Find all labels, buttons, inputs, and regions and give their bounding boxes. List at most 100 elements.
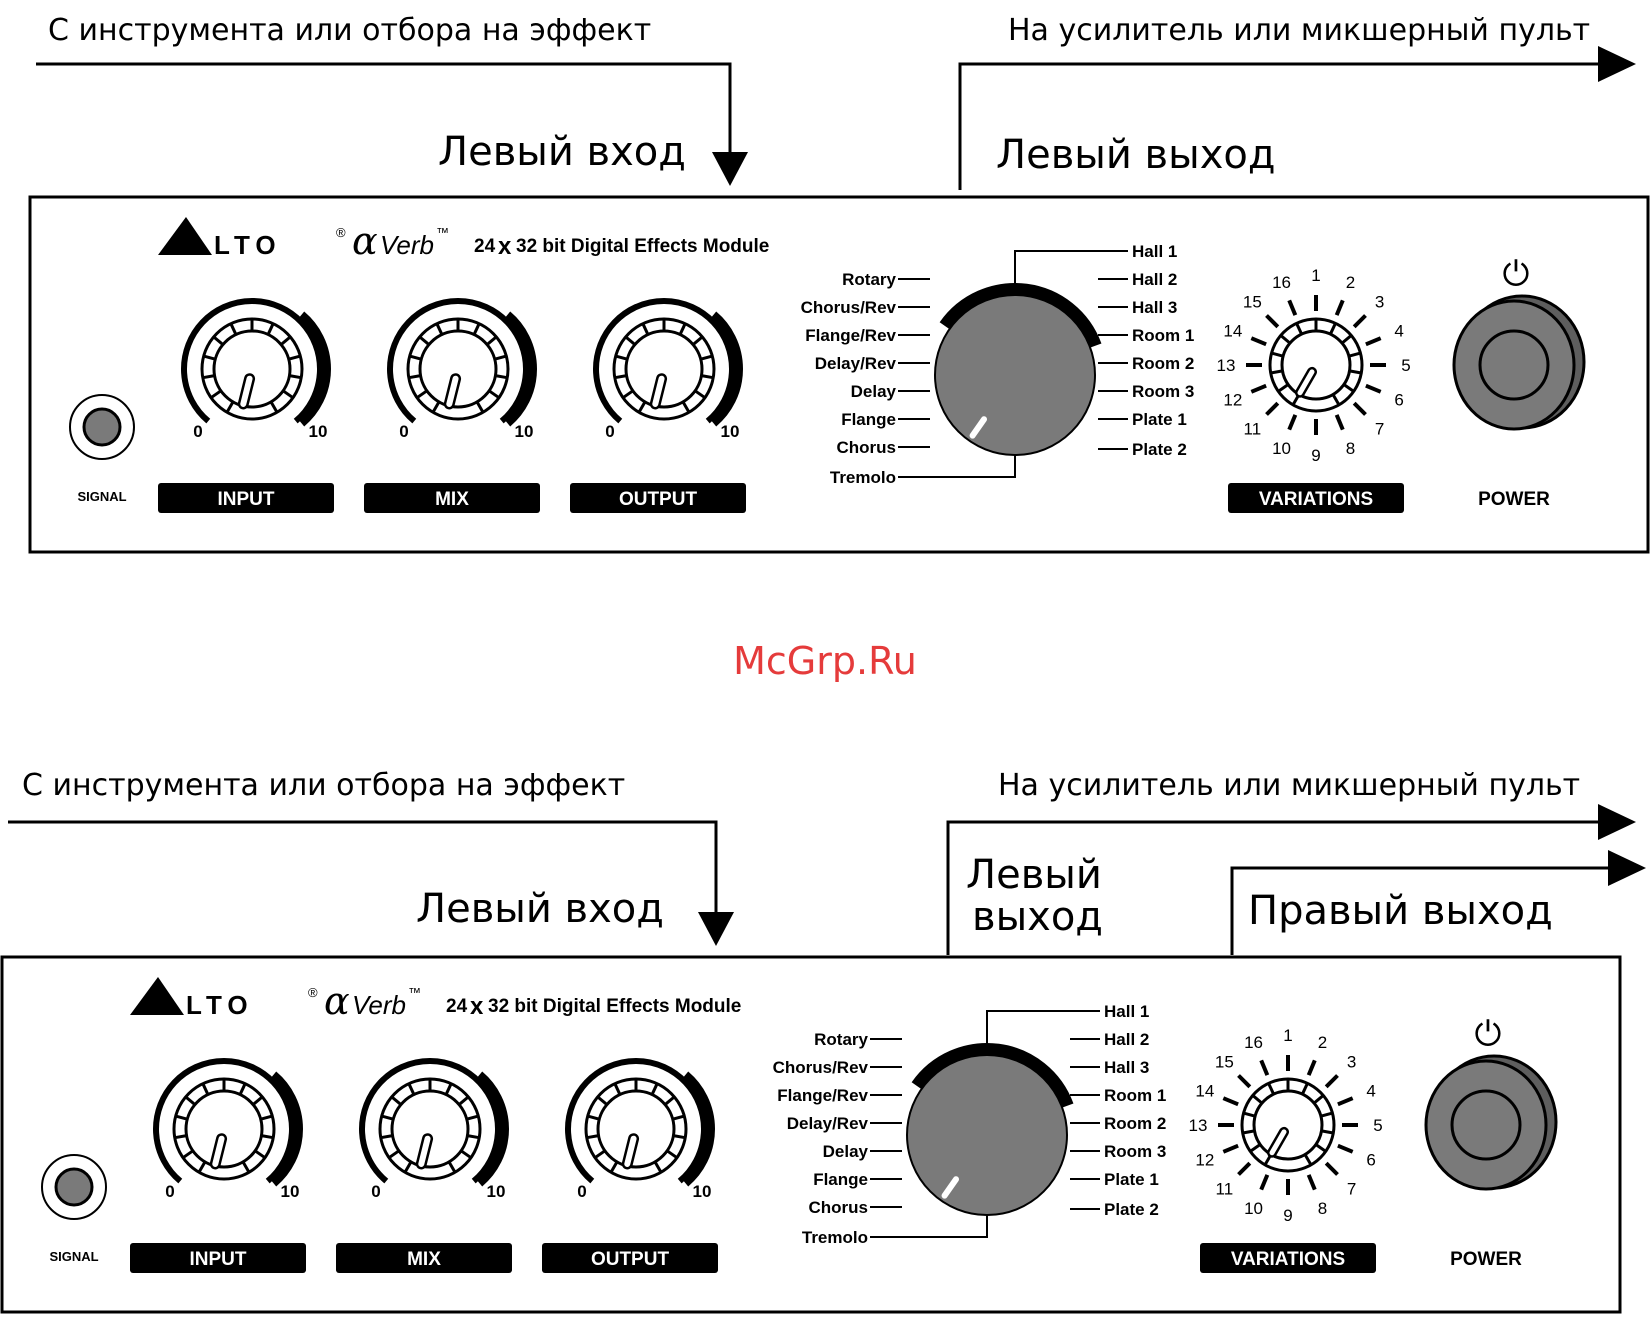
knob-pointer	[624, 1135, 637, 1167]
variation-tick	[1352, 401, 1367, 416]
left-output-cable-line	[946, 804, 1636, 955]
signal-led	[82, 407, 122, 447]
knob-min-label: 0	[399, 422, 408, 441]
variation-tick	[1324, 1161, 1339, 1176]
variation-tick	[1334, 414, 1345, 431]
brand-triangle-icon	[130, 977, 184, 1015]
effect-label-left: Delay	[823, 1142, 869, 1161]
variation-number: 11	[1244, 420, 1262, 439]
knob-knurl-tick	[694, 389, 706, 399]
variations-label: VARIATIONS	[1231, 1249, 1345, 1270]
variation-tick	[1352, 314, 1367, 329]
effect-label-right: Plate 1	[1104, 1170, 1159, 1189]
knob-knurl-tick	[380, 1134, 393, 1140]
effect-selector-pointer	[969, 416, 988, 439]
knob-knurl-tick	[615, 354, 628, 361]
knob-knurl-tick	[202, 374, 215, 380]
variation-knurl-tick	[1267, 1082, 1275, 1095]
variation-tick	[1337, 1096, 1354, 1107]
knob-knurl-tick	[210, 389, 222, 399]
variation-knurl-tick	[1314, 1143, 1327, 1153]
variation-number: 9	[1283, 1206, 1292, 1225]
knob-label-plate	[158, 483, 334, 513]
effect-label-left: Flange	[813, 1170, 868, 1189]
product-name: Verb	[352, 990, 406, 1020]
knob-knurl-tick	[444, 1083, 453, 1096]
knob-knurl-tick	[403, 1161, 413, 1174]
knob-knurl-tick	[241, 1161, 251, 1174]
alpha-glyph: α	[352, 219, 378, 263]
variation-number: 11	[1216, 1180, 1234, 1199]
knob-knurl-tick	[624, 335, 636, 346]
variation-knurl-tick	[1303, 1153, 1313, 1166]
knob-knurl-tick	[488, 389, 500, 399]
knob-pointer	[240, 375, 253, 407]
variation-number: 1	[1311, 266, 1320, 285]
knob-knurl-tick	[641, 323, 650, 336]
knob-knurl-tick	[486, 335, 498, 346]
knob-scale-arc	[593, 298, 735, 424]
signal-label: SIGNAL	[49, 1249, 98, 1264]
knob-label: MIX	[435, 489, 469, 510]
knob-knurl-tick	[458, 1095, 470, 1106]
knob-knurl-tick	[495, 374, 508, 380]
destination-label: На усилитель или микшерный пульт	[998, 768, 1580, 803]
effect-label-right: Room 3	[1132, 382, 1194, 401]
knob-cap	[184, 1089, 264, 1169]
knob-knurl-tick	[260, 1114, 273, 1121]
model-24: 24	[474, 236, 496, 257]
variation-number: 10	[1244, 1199, 1263, 1218]
knob-knurl-tick	[613, 1083, 622, 1096]
variation-number: 3	[1347, 1052, 1356, 1071]
knob-knurl-tick	[494, 354, 507, 361]
effect-label-right: Hall 2	[1104, 1030, 1149, 1049]
variation-knurl-tick	[1279, 334, 1291, 345]
knob-min-label: 0	[165, 1182, 174, 1201]
effect-label-left: Flange	[841, 410, 896, 429]
knob-scale-arc-thick	[297, 311, 331, 427]
right-output-cable-line	[1230, 850, 1646, 955]
variation-number: 1	[1283, 1026, 1292, 1045]
variation-number: 2	[1318, 1033, 1327, 1052]
power-symbol-icon: ⏻	[1503, 254, 1530, 294]
effect-label-right: Hall 2	[1132, 270, 1177, 289]
knob-knurl-tick	[431, 401, 441, 414]
knob-knurl-tick	[460, 1149, 472, 1159]
knob-knurl-tick	[197, 1161, 207, 1174]
variation-number: 13	[1217, 356, 1236, 375]
knob-knurl-tick	[254, 1149, 266, 1159]
effect-label-left: Chorus/Rev	[801, 298, 897, 317]
variation-knurl-tick	[1271, 351, 1284, 358]
knob-pointer	[212, 1135, 225, 1167]
knob-max-label: 10	[309, 422, 328, 441]
power-symbol-icon: ⏻	[1475, 1014, 1502, 1054]
knob-knurl-tick	[182, 1149, 194, 1159]
knob-pointer	[418, 1135, 431, 1167]
effect-label-left: Delay/Rev	[815, 354, 897, 373]
effect-selector-knob	[906, 1054, 1068, 1216]
effect-label-right: Room 1	[1104, 1086, 1166, 1105]
variation-knurl-tick	[1295, 322, 1303, 335]
effect-label-left: Tremolo	[802, 1228, 868, 1247]
knob-knurl-tick	[201, 1083, 210, 1096]
knob-min-label: 0	[605, 422, 614, 441]
variation-number: 16	[1272, 273, 1291, 292]
knob-max-label: 10	[281, 1182, 300, 1201]
knob-knurl-tick	[409, 354, 422, 361]
destination-label: На усилитель или микшерный пульт	[1008, 13, 1590, 48]
knob-pointer	[446, 375, 459, 407]
knob-knurl-tick	[388, 1149, 400, 1159]
variation-tick	[1237, 1074, 1252, 1089]
knob-scale-arc	[387, 298, 529, 424]
variation-knurl-tick	[1242, 1129, 1255, 1135]
knob-knurl-tick	[238, 1083, 247, 1096]
knob-cap	[390, 1089, 470, 1169]
knob-knurl-tick	[586, 1134, 599, 1140]
knob-knurl-tick	[408, 374, 421, 380]
knob-label-plate	[336, 1243, 512, 1273]
variation-tick	[1287, 299, 1298, 316]
knob-scale-arc-thick	[269, 1071, 303, 1187]
variation-knurl-tick	[1341, 334, 1353, 345]
variation-number: 5	[1401, 356, 1410, 375]
variations-label: VARIATIONS	[1259, 489, 1373, 510]
